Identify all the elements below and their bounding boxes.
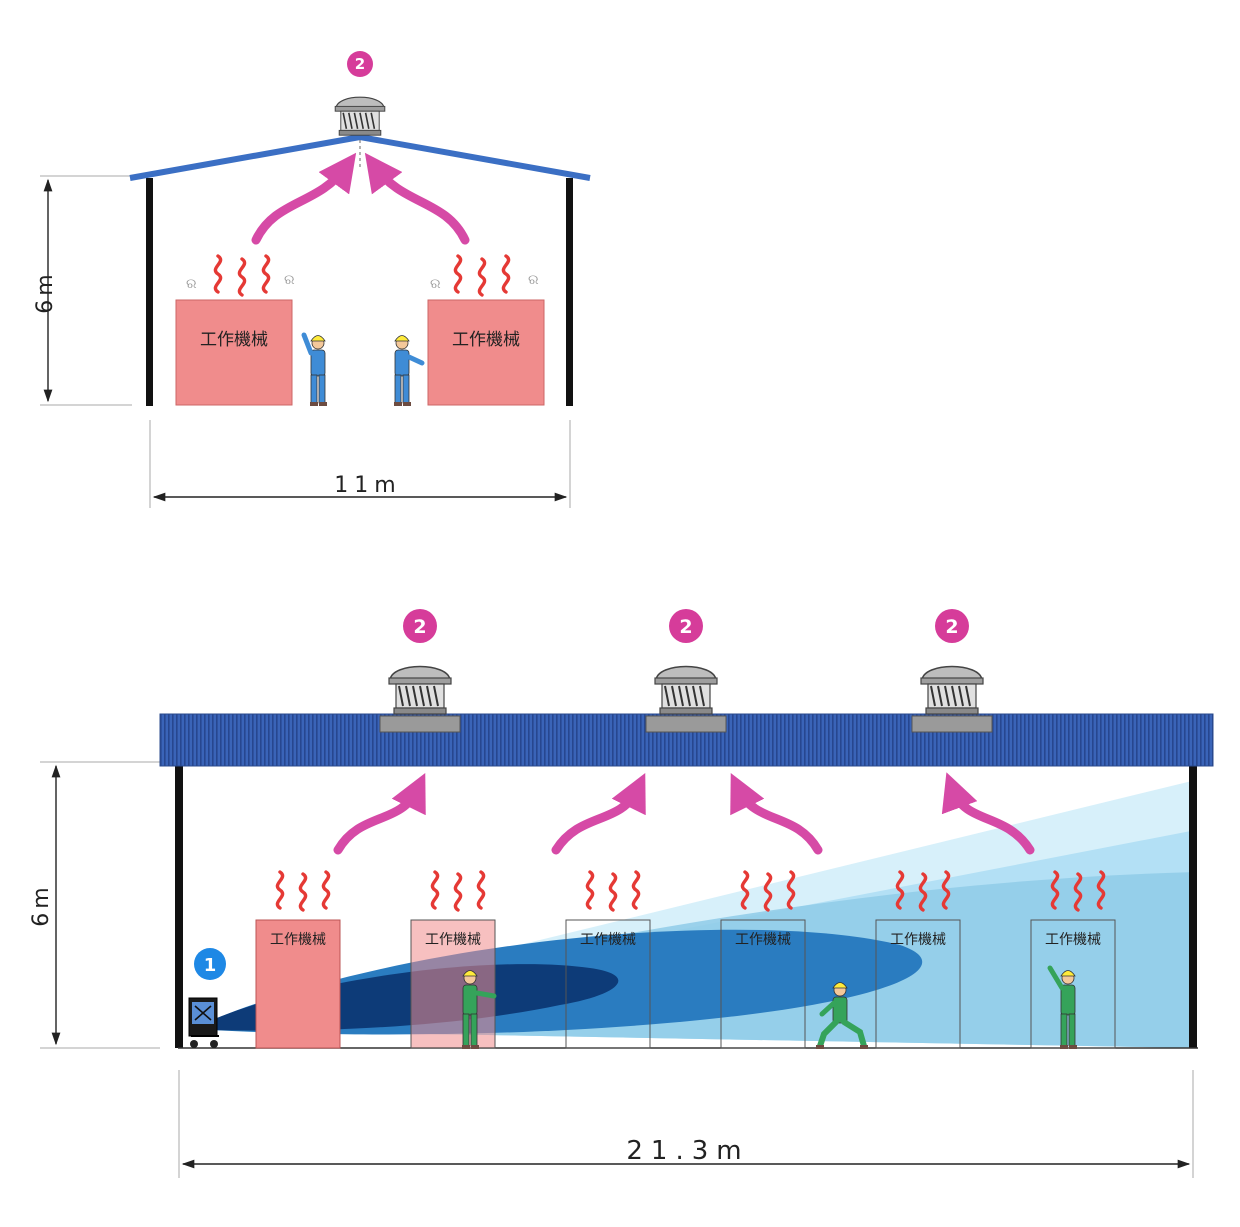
bottom-roof-ventilator-2	[645, 665, 727, 733]
top-machine-right: 工作機械	[427, 299, 545, 406]
svg-text:工作機械: 工作機械	[890, 932, 946, 948]
bottom-fan-badge-1: 2	[403, 609, 437, 643]
bottom-roof-ventilator-1	[379, 665, 461, 733]
bottom-fan-badge-2: 2	[669, 609, 703, 643]
svg-text:1: 1	[204, 955, 217, 976]
svg-text:工作機械: 工作機械	[1045, 932, 1101, 948]
bottom-roof-ventilator-3	[911, 665, 993, 733]
top-roof-ventilator	[334, 96, 386, 136]
top-right-airflow-arrow	[364, 152, 470, 245]
top-width-label: 11m	[334, 473, 401, 498]
bottom-worker-standing	[462, 970, 497, 1049]
bottom-machine-2: 工作機械	[410, 919, 496, 1049]
svg-text:工作機械: 工作機械	[452, 330, 520, 350]
svg-text:工作機械: 工作機械	[270, 932, 326, 948]
svg-text:2: 2	[355, 55, 365, 73]
bottom-fan-badge-3: 2	[935, 609, 969, 643]
top-pitched-roof	[129, 134, 591, 181]
top-building-section: 6m 2 ର ର ର ର	[33, 51, 591, 508]
svg-text:2: 2	[679, 616, 692, 638]
top-worker-left	[301, 332, 328, 407]
top-worker-right	[393, 335, 425, 407]
bottom-airflow-arrow-1	[333, 773, 426, 855]
bottom-machine-5: 工作機械	[875, 919, 961, 1049]
top-left-wall	[146, 178, 153, 406]
bottom-building-section: 6m 2	[29, 609, 1214, 1178]
bottom-machine-1: 工作機械	[255, 919, 341, 1049]
bottom-height-label: 6m	[29, 883, 54, 926]
top-left-airflow-arrow	[251, 152, 357, 245]
svg-text:ର: ର	[430, 276, 441, 292]
svg-text:2: 2	[413, 616, 426, 638]
top-fan-badge: 2	[347, 51, 373, 77]
svg-text:2: 2	[945, 616, 958, 638]
svg-text:工作機械: 工作機械	[200, 330, 268, 350]
blower-air-stream	[212, 780, 1196, 1048]
bottom-worker-kneeling	[816, 982, 868, 1049]
bottom-airflow-arrow-4	[941, 772, 1035, 855]
svg-text:工作機械: 工作機械	[425, 932, 481, 948]
bottom-airflow-arrow-2	[551, 773, 646, 855]
blower-badge: 1	[194, 948, 226, 980]
bottom-worker-reaching	[1047, 965, 1077, 1049]
svg-text:工作機械: 工作機械	[735, 932, 791, 948]
bottom-left-wall	[175, 766, 183, 1048]
top-machine-left: 工作機械	[175, 299, 293, 406]
bottom-right-wall	[1189, 766, 1197, 1048]
top-right-wall	[566, 178, 573, 406]
bottom-width-label: 21.3m	[626, 1136, 749, 1166]
top-height-label: 6m	[33, 270, 58, 313]
svg-text:工作機械: 工作機械	[580, 932, 636, 948]
bottom-machine-3: 工作機械	[565, 919, 651, 1049]
svg-text:ର: ର	[186, 276, 197, 292]
bottom-airflow-arrow-3	[730, 773, 823, 855]
top-right-heat-waves: ର ର	[430, 254, 539, 297]
bottom-machine-4: 工作機械	[720, 919, 806, 1049]
top-left-heat-waves: ର ର	[186, 254, 295, 297]
blower-unit	[188, 997, 219, 1048]
svg-text:ର: ର	[528, 272, 539, 288]
svg-text:ର: ର	[284, 272, 295, 288]
